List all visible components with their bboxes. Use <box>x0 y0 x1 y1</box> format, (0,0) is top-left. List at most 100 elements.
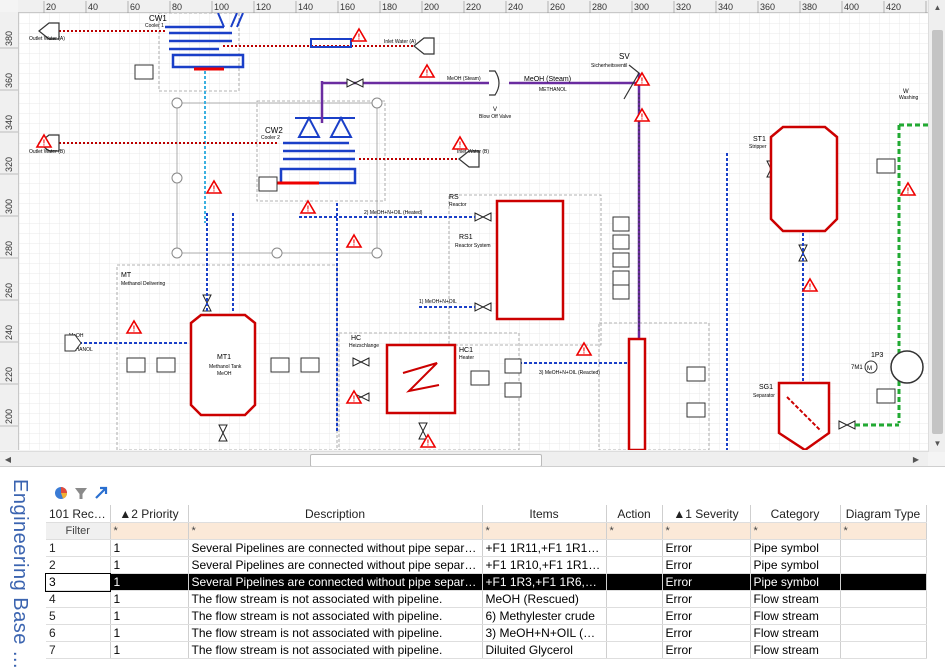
arrow-link-icon[interactable] <box>92 483 110 503</box>
cell-priority[interactable]: 1 <box>110 556 189 574</box>
cell-category[interactable]: Flow stream <box>750 624 841 642</box>
cell-items[interactable]: +F1 1R3,+F1 1R6,+F1... <box>482 573 607 591</box>
diagram-horizontal-thumb[interactable] <box>310 454 542 466</box>
column-severity[interactable]: ▲1 Severity <box>662 505 751 523</box>
cell-severity[interactable]: Error <box>662 590 751 608</box>
cell-action[interactable] <box>606 624 663 642</box>
cell-items[interactable]: Diluited Glycerol <box>482 641 607 659</box>
scroll-right-icon[interactable]: ▶ <box>912 455 920 464</box>
filter-cell[interactable]: * <box>606 522 663 540</box>
row-number[interactable]: 6 <box>46 624 111 642</box>
cell-diagram-type[interactable] <box>840 539 927 557</box>
cell-category[interactable]: Flow stream <box>750 607 841 625</box>
cell-diagram-type[interactable] <box>840 624 927 642</box>
ruler-x-label: 120 <box>256 2 271 12</box>
ruler-x-label: 280 <box>592 2 607 12</box>
svg-text:Sicherheitsventil: Sicherheitsventil <box>591 63 627 69</box>
pie-chart-icon[interactable] <box>52 483 70 503</box>
cell-description[interactable]: The flow stream is not associated with p… <box>188 624 483 642</box>
cell-action[interactable] <box>606 573 663 591</box>
filter-cell[interactable]: * <box>482 522 607 540</box>
cell-action[interactable] <box>606 556 663 574</box>
cell-severity[interactable]: Error <box>662 556 751 574</box>
pid-diagram[interactable]: ! <box>19 12 928 452</box>
row-number[interactable]: 2 <box>46 556 111 574</box>
row-number[interactable]: 4 <box>46 590 111 608</box>
filter-cell[interactable]: * <box>840 522 927 540</box>
column-items[interactable]: Items <box>482 505 607 523</box>
column-priority[interactable]: ▲2 Priority <box>110 505 189 523</box>
cell-items[interactable]: MeOH (Rescued) <box>482 590 607 608</box>
cell-description[interactable]: The flow stream is not associated with p… <box>188 607 483 625</box>
diagram-vertical-thumb[interactable] <box>932 30 943 434</box>
cell-priority[interactable]: 1 <box>110 607 189 625</box>
cell-category[interactable]: Pipe symbol <box>750 556 841 574</box>
cell-diagram-type[interactable] <box>840 590 927 608</box>
cell-severity[interactable]: Error <box>662 607 751 625</box>
cell-action[interactable] <box>606 641 663 659</box>
cell-items[interactable]: +F1 1R11,+F1 1R17,+... <box>482 539 607 557</box>
filter-cell[interactable]: * <box>188 522 483 540</box>
cell-severity[interactable]: Error <box>662 573 751 591</box>
cell-description[interactable]: The flow stream is not associated with p… <box>188 590 483 608</box>
cell-action[interactable] <box>606 607 663 625</box>
svg-text:CW1: CW1 <box>149 14 167 23</box>
row-number[interactable]: 5 <box>46 607 111 625</box>
ruler-x-label: 100 <box>214 2 229 12</box>
column-category[interactable]: Category <box>750 505 841 523</box>
cell-priority[interactable]: 1 <box>110 590 189 608</box>
filter-cell[interactable]: * <box>662 522 751 540</box>
filter-row[interactable]: Filter * * * * * * * <box>46 522 927 540</box>
row-number[interactable]: 1 <box>46 539 111 557</box>
cell-category[interactable]: Flow stream <box>750 590 841 608</box>
cell-severity[interactable]: Error <box>662 641 751 659</box>
svg-text:V: V <box>493 107 497 113</box>
cell-priority[interactable]: 1 <box>110 539 189 557</box>
cell-diagram-type[interactable] <box>840 607 927 625</box>
row-number[interactable]: 3 <box>45 572 111 592</box>
column-action[interactable]: Action <box>606 505 663 523</box>
column-description[interactable]: Description <box>188 505 483 523</box>
cell-items[interactable]: 6) Methylester crude <box>482 607 607 625</box>
cell-description[interactable]: Several Pipelines are connected without … <box>188 573 483 591</box>
cell-category[interactable]: Pipe symbol <box>750 539 841 557</box>
row-number[interactable]: 7 <box>46 641 111 659</box>
cell-diagram-type[interactable] <box>840 573 927 591</box>
filter-cell[interactable]: * <box>110 522 189 540</box>
cell-category[interactable]: Pipe symbol <box>750 573 841 591</box>
scroll-down-icon[interactable]: ▼ <box>933 439 942 448</box>
cell-priority[interactable]: 1 <box>110 573 189 591</box>
cell-severity[interactable]: Error <box>662 539 751 557</box>
column-diagram-type[interactable]: Diagram Type <box>840 505 927 523</box>
cell-category[interactable]: Flow stream <box>750 641 841 659</box>
cell-priority[interactable]: 1 <box>110 624 189 642</box>
svg-text:Blow Off Valve: Blow Off Valve <box>479 114 512 120</box>
filter-icon[interactable] <box>72 483 90 503</box>
cell-action[interactable] <box>606 590 663 608</box>
diagram-vertical-scrollbar[interactable]: ▲ ▼ <box>928 0 945 452</box>
validation-grid[interactable]: 101 Record ▲2 Priority Description Items… <box>45 505 945 665</box>
cell-description[interactable]: Several Pipelines are connected without … <box>188 539 483 557</box>
diagram-horizontal-scrollbar[interactable]: ◀ ▶ <box>0 451 928 466</box>
cell-severity[interactable]: Error <box>662 624 751 642</box>
cell-priority[interactable]: 1 <box>110 641 189 659</box>
cell-diagram-type[interactable] <box>840 641 927 659</box>
cell-action[interactable] <box>606 539 663 557</box>
cell-items[interactable]: 3) MeOH+N+OIL (Re... <box>482 624 607 642</box>
cell-description[interactable]: Several Pipelines are connected without … <box>188 556 483 574</box>
column-record[interactable]: 101 Record <box>46 505 111 523</box>
scroll-up-icon[interactable]: ▲ <box>933 3 942 12</box>
scroll-left-icon[interactable]: ◀ <box>4 455 12 464</box>
cell-items[interactable]: +F1 1R10,+F1 1R14,+... <box>482 556 607 574</box>
cell-diagram-type[interactable] <box>840 556 927 574</box>
cell-description[interactable]: The flow stream is not associated with p… <box>188 641 483 659</box>
filter-cell[interactable]: * <box>750 522 841 540</box>
